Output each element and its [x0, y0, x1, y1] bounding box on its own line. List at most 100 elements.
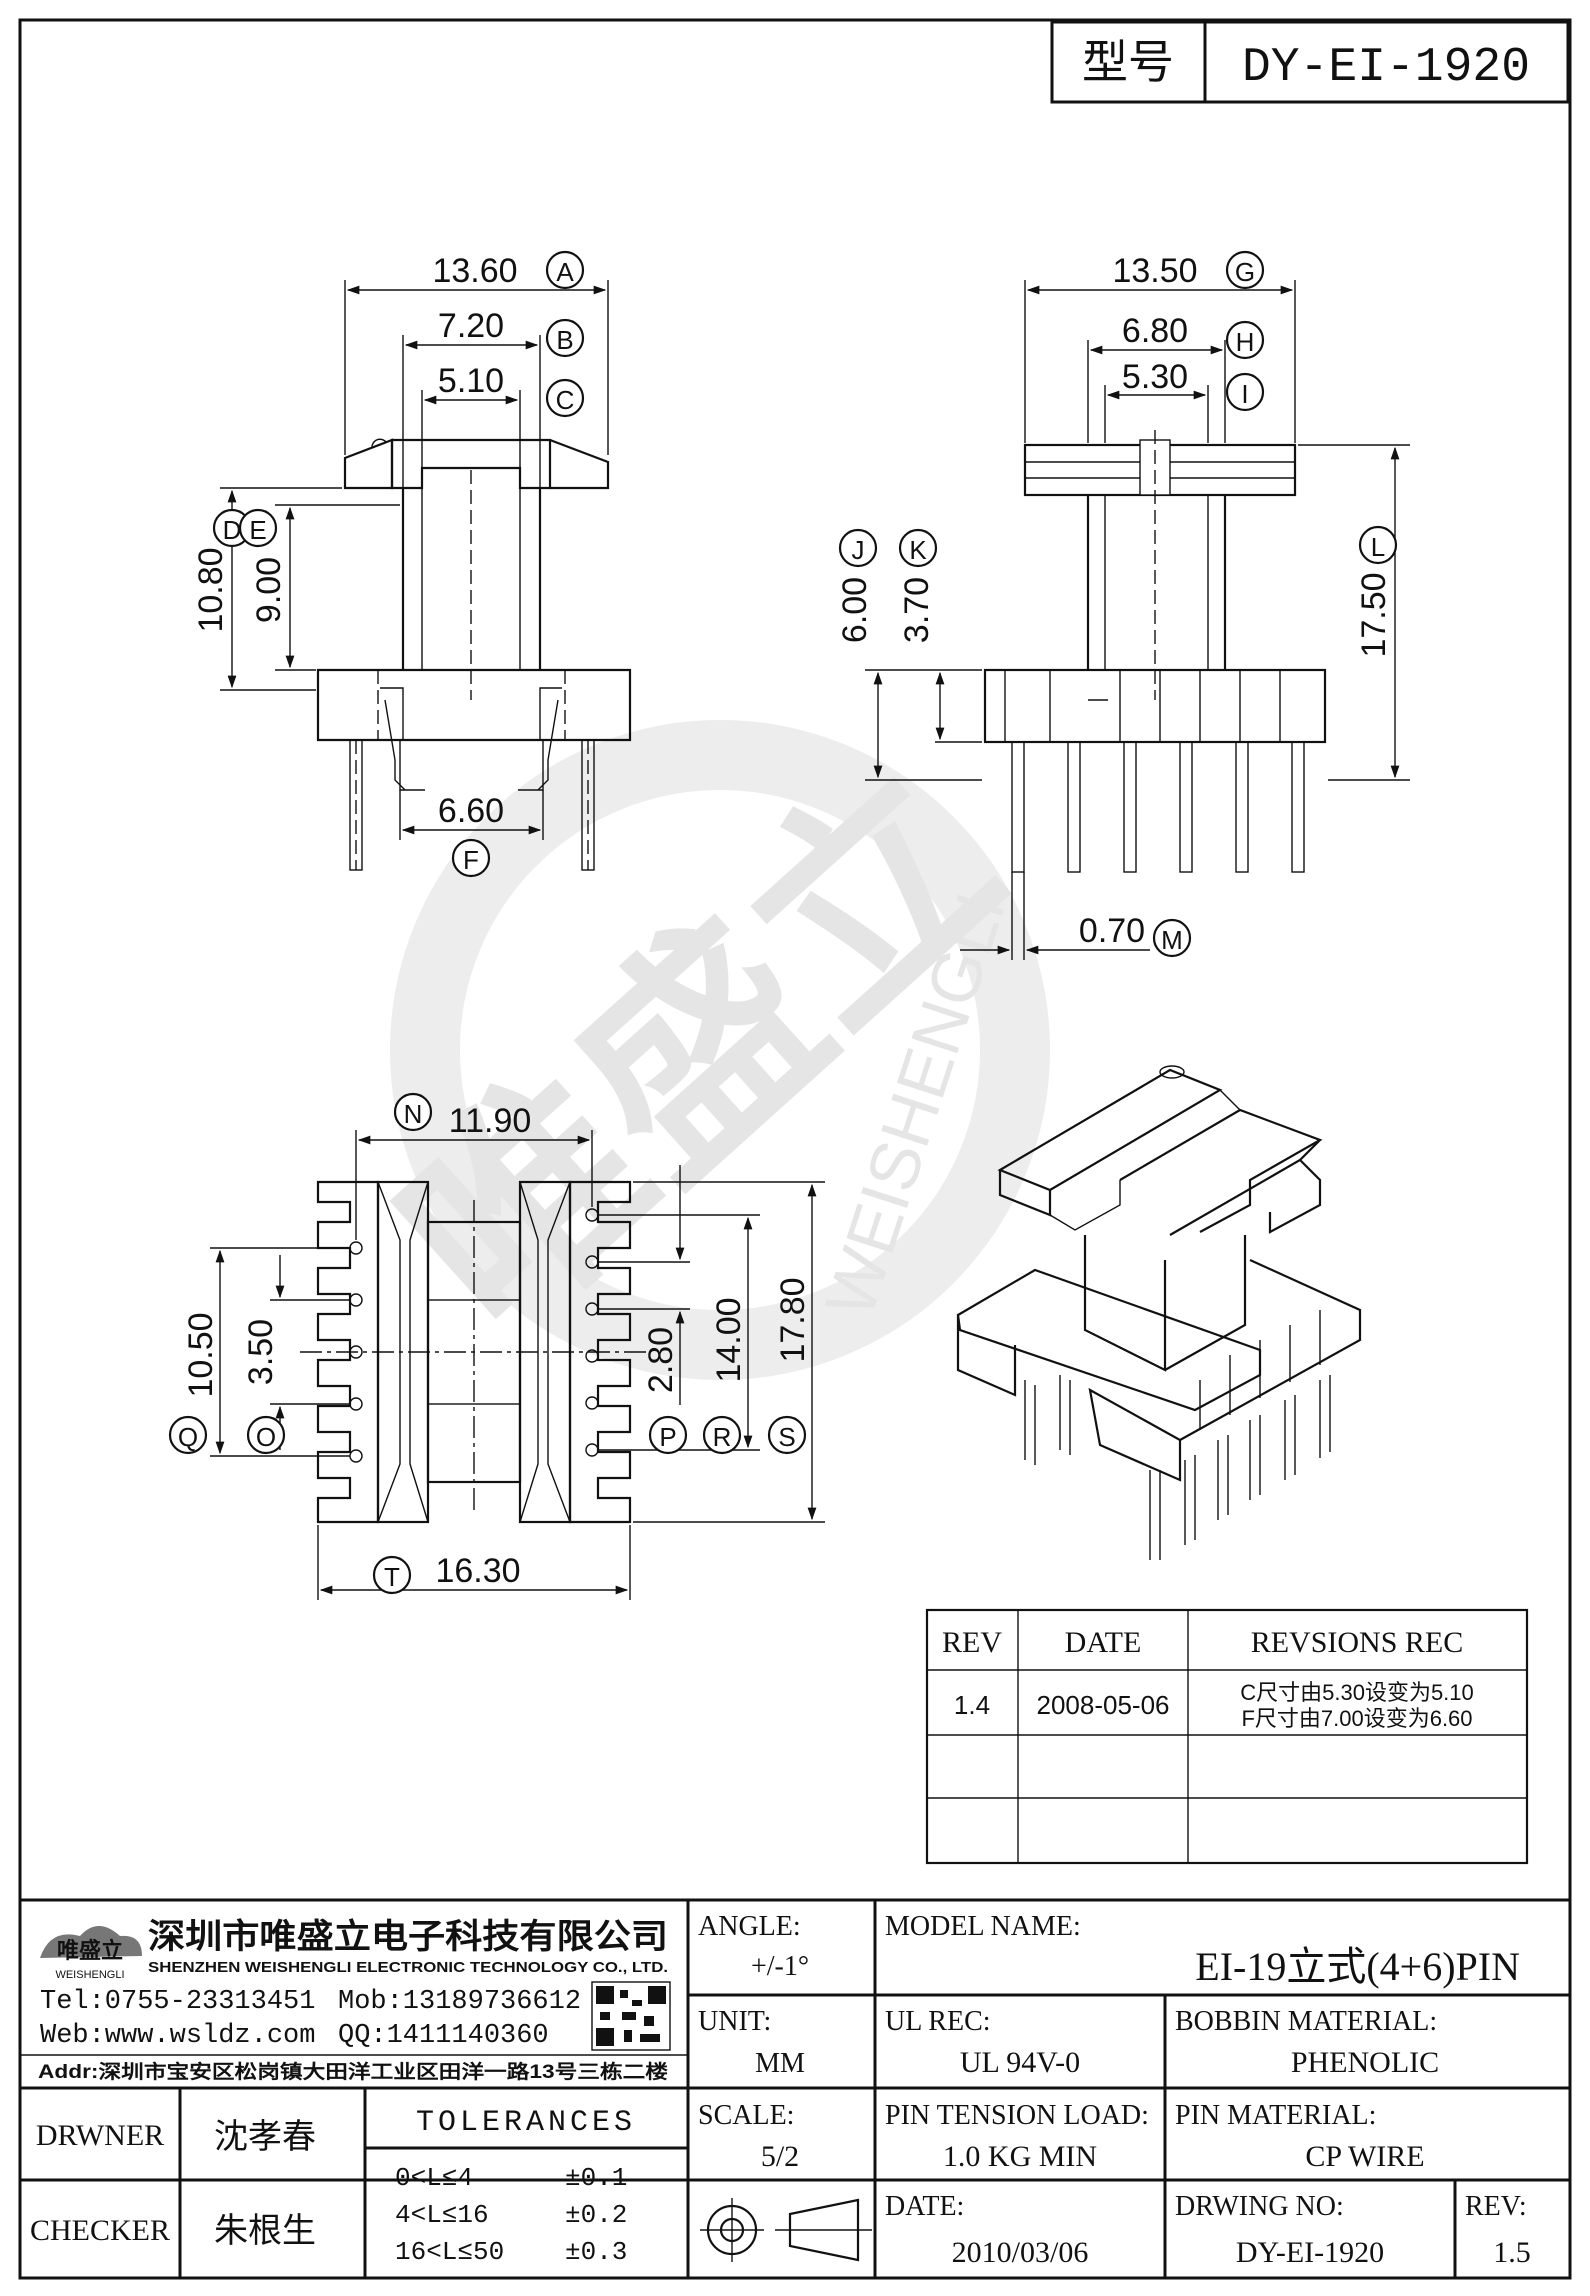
dim-letter: R: [713, 1422, 732, 1452]
company-qq: QQ:1411140360: [338, 2021, 549, 2051]
model-code-box: 型号 DY-EI-1920: [1050, 20, 1570, 104]
title-block: 唯盛立 WEISHENGLI 深圳市唯盛立电子科技有限公司 SHENZHEN W…: [20, 1898, 1570, 2278]
tol-value-2: ±0.2: [565, 2200, 627, 2230]
dim-value: 6.00: [836, 577, 874, 643]
side-view: [865, 280, 1410, 960]
rev-label: REV:: [1465, 2191, 1527, 2222]
dim-value: 0.70: [1079, 912, 1145, 950]
dim-letter: P: [659, 1422, 676, 1452]
dim-S: 17.80 S: [767, 1277, 812, 1455]
pin-tension-label: PIN TENSION LOAD:: [885, 2100, 1149, 2131]
rev-value: 1.5: [1493, 2236, 1531, 2269]
dim-value: 13.60: [432, 252, 517, 290]
angle-label: ANGLE:: [698, 1911, 801, 1942]
dim-letter: O: [256, 1422, 276, 1452]
drawner-value: 沈孝春: [214, 2118, 316, 2156]
dim-H: 6.80 H: [1122, 312, 1265, 360]
dim-value: 9.00: [250, 557, 288, 623]
dim-N: N 11.90: [393, 1092, 532, 1140]
drawner-label: DRWNER: [36, 2119, 164, 2152]
model-label: 型号: [1082, 36, 1174, 88]
dim-letter: N: [404, 1099, 423, 1129]
company-tel: Tel:0755-23313451: [40, 1987, 315, 2017]
dim-F: 6.60 F: [438, 792, 504, 878]
dim-letter: I: [1241, 379, 1248, 409]
company-mob: Mob:13189736612: [338, 1987, 581, 2017]
pin-material-label: PIN MATERIAL:: [1175, 2100, 1376, 2131]
dim-I: 5.30 I: [1122, 358, 1265, 412]
rec-cell-line2: F尺寸由7.00设变为6.60: [1241, 1706, 1472, 1731]
company-logo: 唯盛立 WEISHENGLI: [40, 1926, 142, 1981]
ul-rec-label: UL REC:: [885, 2006, 991, 2037]
dim-letter: E: [249, 515, 266, 545]
date-cell: 2008-05-06: [1037, 1690, 1170, 1720]
front-view: [220, 280, 632, 871]
dim-letter: L: [1371, 532, 1385, 562]
dim-value: 16.30: [435, 1552, 520, 1590]
dim-O: 3.50 O: [242, 1319, 286, 1455]
dim-value: 6.80: [1122, 312, 1188, 350]
dim-E: E 9.00: [238, 508, 288, 623]
company-addr: Addr:深圳市宝安区松岗镇大田洋工业区田洋一路13号三栋二楼: [38, 2060, 668, 2083]
model-code: DY-EI-1920: [1242, 41, 1530, 95]
checker-label: CHECKER: [30, 2214, 170, 2247]
dim-value: 3.70: [898, 577, 936, 643]
rec-header: REVSIONS REC: [1251, 1626, 1464, 1659]
dim-letter: K: [909, 535, 927, 565]
angle-value: +/-1°: [751, 1951, 809, 1982]
dim-letter: S: [778, 1422, 795, 1452]
dim-value: 11.90: [449, 1102, 532, 1140]
dim-L: L 17.50: [1355, 525, 1398, 658]
dim-B: 7.20 B: [438, 307, 585, 358]
tol-value-1: ±0.1: [565, 2163, 627, 2193]
dim-letter: A: [556, 257, 574, 287]
drawing-no-value: DY-EI-1920: [1236, 2236, 1384, 2269]
dim-value: 5.30: [1122, 358, 1188, 396]
pin-tension-value: 1.0 KG MIN: [943, 2140, 1097, 2173]
isometric-view: [956, 1065, 1362, 1560]
dim-T: T 16.30: [372, 1552, 521, 1595]
date-header: DATE: [1065, 1626, 1142, 1659]
projection-symbol-icon: [700, 2198, 872, 2262]
date-value: 2010/03/06: [952, 2236, 1089, 2269]
bottom-view: [210, 1130, 825, 1600]
ul-rec-value: UL 94V-0: [960, 2046, 1080, 2079]
model-name-value: EI-19立式(4+6)PIN: [1195, 1944, 1520, 1989]
company-name-cn: 深圳市唯盛立电子科技有限公司: [148, 1917, 668, 1956]
scale-label: SCALE:: [698, 2100, 794, 2131]
dim-value: 10.50: [182, 1312, 220, 1397]
dim-G: 13.50 G: [1112, 250, 1265, 290]
pin-material-value: CP WIRE: [1305, 2140, 1424, 2173]
dim-letter: Q: [178, 1422, 198, 1452]
dim-letter: J: [852, 535, 865, 565]
dim-A: 13.60 A: [432, 250, 585, 290]
dim-value: 17.50: [1355, 572, 1393, 657]
tol-value-3: ±0.3: [565, 2237, 627, 2267]
dim-R: 14.00 R: [702, 1297, 748, 1455]
tol-range-1: 0<L≤4: [395, 2163, 473, 2193]
dim-letter: C: [556, 385, 575, 415]
unit-label: UNIT:: [698, 2006, 771, 2037]
model-name-label: MODEL NAME:: [885, 1911, 1081, 1942]
dim-K: K 3.70: [898, 528, 938, 643]
dim-letter: F: [463, 845, 479, 875]
dim-C: 5.10 C: [438, 362, 585, 418]
dim-letter: D: [223, 515, 242, 545]
dim-letter: T: [384, 1562, 400, 1592]
dim-value: 3.50: [242, 1319, 280, 1385]
dim-P: 2.80 P: [642, 1327, 688, 1455]
dim-value: 6.60: [438, 792, 504, 830]
dim-letter: B: [556, 325, 573, 355]
drawing-no-label: DRWING NO:: [1175, 2191, 1344, 2222]
bobbin-material-value: PHENOLIC: [1291, 2046, 1439, 2079]
dim-value: 2.80: [642, 1327, 680, 1393]
company-web: Web:www.wsldz.com: [40, 2021, 315, 2051]
dim-value: 5.10: [438, 362, 504, 400]
tolerances-label: TOLERANCES: [416, 2106, 636, 2140]
dim-letter: M: [1161, 925, 1183, 955]
tol-range-3: 16<L≤50: [395, 2237, 504, 2267]
sheet-border: [18, 18, 1572, 2280]
dim-M: 0.70 M: [1079, 912, 1192, 958]
dim-letter: H: [1236, 327, 1255, 357]
rec-cell-line1: C尺寸由5.30设变为5.10: [1240, 1680, 1474, 1705]
